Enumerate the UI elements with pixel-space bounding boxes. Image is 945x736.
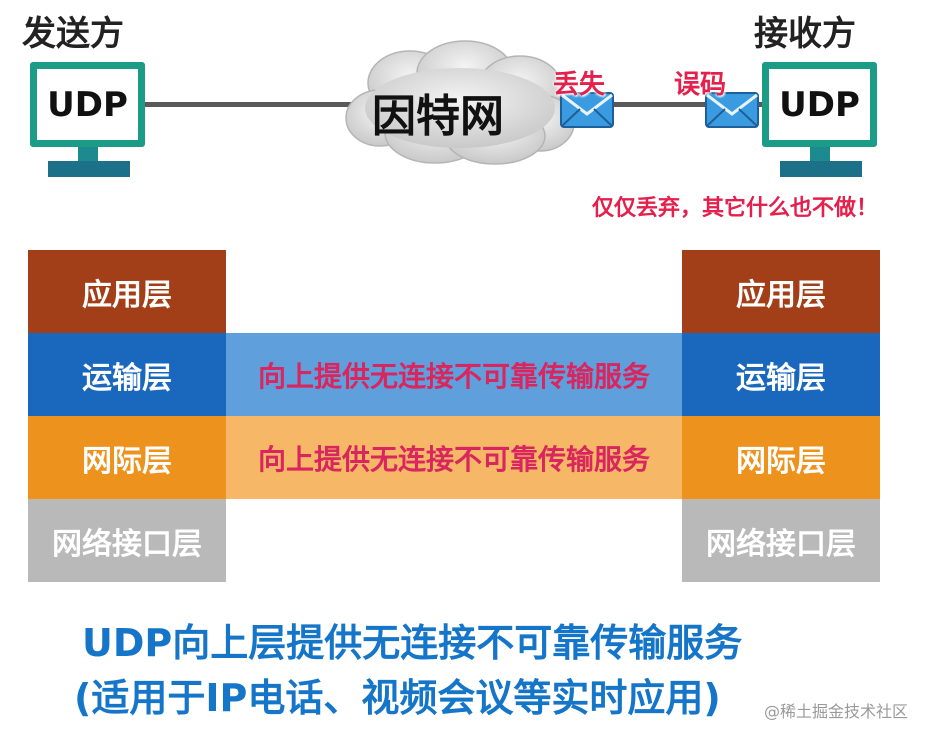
envelope-icon <box>560 92 614 128</box>
receiver-layer-internet: 网际层 <box>682 416 880 499</box>
sender-title: 发送方 <box>22 14 124 54</box>
envelope-icon <box>705 92 759 128</box>
sender-layer-application: 应用层 <box>28 250 226 333</box>
summary-line2: (适用于IP电话、视频会议等实时应用) <box>74 676 721 720</box>
sender-layer-internet: 网际层 <box>28 416 226 499</box>
cloud-icon <box>345 40 575 165</box>
receiver-layer-transport: 运输层 <box>682 333 880 416</box>
transport-band-text: 向上提供无连接不可靠传输服务 <box>257 359 650 393</box>
error-label: 误码 <box>674 70 727 100</box>
network-label: 因特网 <box>372 91 504 142</box>
receiver-layer-application: 应用层 <box>682 250 880 333</box>
receiver-note: 仅仅丢弃，其它什么也不做！ <box>592 196 879 221</box>
sender-layer-transport: 运输层 <box>28 333 226 416</box>
receiver-layer-link: 网络接口层 <box>682 499 880 582</box>
sender-protocol: UDP <box>30 62 145 147</box>
internet-band: 向上提供无连接不可靠传输服务 <box>226 416 682 499</box>
transport-band: 向上提供无连接不可靠传输服务 <box>226 333 682 416</box>
lost-label: 丢失 <box>553 70 606 100</box>
watermark: @稀土掘金技术社区 <box>764 702 909 721</box>
sender-layer-link: 网络接口层 <box>28 499 226 582</box>
summary-line1: UDP向上层提供无连接不可靠传输服务 <box>82 621 743 665</box>
receiver-title: 接收方 <box>754 14 856 54</box>
receiver-protocol: UDP <box>762 62 877 147</box>
internet-band-text: 向上提供无连接不可靠传输服务 <box>257 442 650 476</box>
link-line-left <box>140 102 380 107</box>
link-line-right <box>590 102 765 107</box>
